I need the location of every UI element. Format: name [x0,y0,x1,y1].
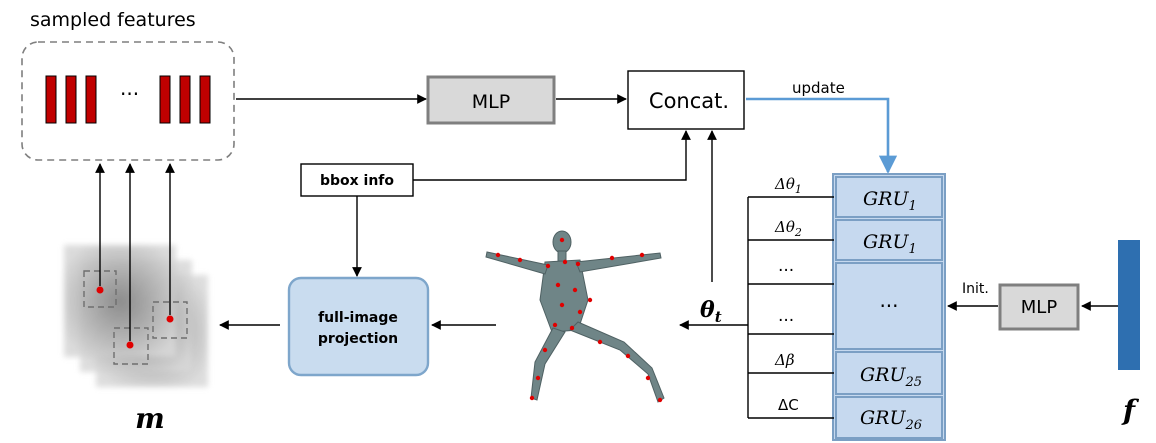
concat-label: Concat. [649,89,729,113]
mlp-right-label: MLP [1021,297,1058,318]
feature-bars-left [45,75,97,124]
gru-cell-label: GRU25 [860,364,922,390]
feature-map-stack: m [64,245,208,435]
feature-ellipsis: ··· [120,82,139,106]
delta-label: ··· [778,261,794,281]
gru-cell [835,351,943,395]
update-arrow [746,97,898,174]
init-label: Init. [962,281,989,297]
gru-cell [835,219,943,261]
delta-bracket [747,196,834,419]
theta-sub: t [715,308,722,326]
arrow-bbox-to-concat [413,130,691,181]
gru-cell-label: GRU26 [860,407,922,433]
keypoints [495,237,663,403]
delta-label: Δβ [774,351,795,369]
sampled-features-box [21,41,235,161]
feature-bar [199,75,211,124]
delta-label: ΔC [778,396,799,414]
delta-labels: Δθ1 Δθ2 ··· ··· Δβ ΔC [774,175,802,414]
delta-label: ··· [778,311,794,331]
feature-bars-right [159,75,211,124]
sample-point [96,286,104,294]
feature-bar [85,75,97,124]
feature-vector-label: f [1121,394,1140,427]
bbox-info-block: bbox info [300,163,414,197]
feature-bar [159,75,171,124]
gru-cell-label: GRU1 [863,188,917,214]
gru-cell [835,396,943,439]
projection-line2: projection [318,331,398,347]
theta-t-label: θt [700,297,722,326]
sample-point [166,315,174,323]
human-mesh-figure [485,230,665,403]
feature-bar [65,75,77,124]
mlp-top-label: MLP [472,91,510,113]
gru-cell [835,176,943,218]
delta-label: Δθ2 [774,218,802,239]
projection-block: full-image projection [287,276,430,377]
feature-vector-bar [1118,240,1140,370]
bbox-info-label: bbox info [320,173,394,189]
sample-window [152,301,188,339]
gru-cell [835,262,943,350]
sampled-features-label: sampled features [30,9,196,31]
gru-cell-label: ··· [879,294,898,318]
sampled-features-group: sampled features ··· [21,9,235,161]
sample-point [126,341,134,349]
update-label: update [792,79,845,97]
feature-bar [179,75,191,124]
mlp-right-block: MLP [998,283,1080,331]
gru-stack: GRU1 GRU1 ··· GRU25 GRU26 [832,173,946,441]
sample-window [113,327,149,365]
theta-base: θ [700,297,715,323]
gru-cell-label: GRU1 [863,231,917,257]
concat-block: Concat. [627,70,745,130]
projection-line1: full-image [318,310,398,326]
delta-label: Δθ1 [774,175,802,196]
svg-text:θt: θt [700,297,722,326]
feature-bar [45,75,57,124]
feature-map-label: m [135,402,165,435]
mlp-top-block: MLP [426,75,556,125]
